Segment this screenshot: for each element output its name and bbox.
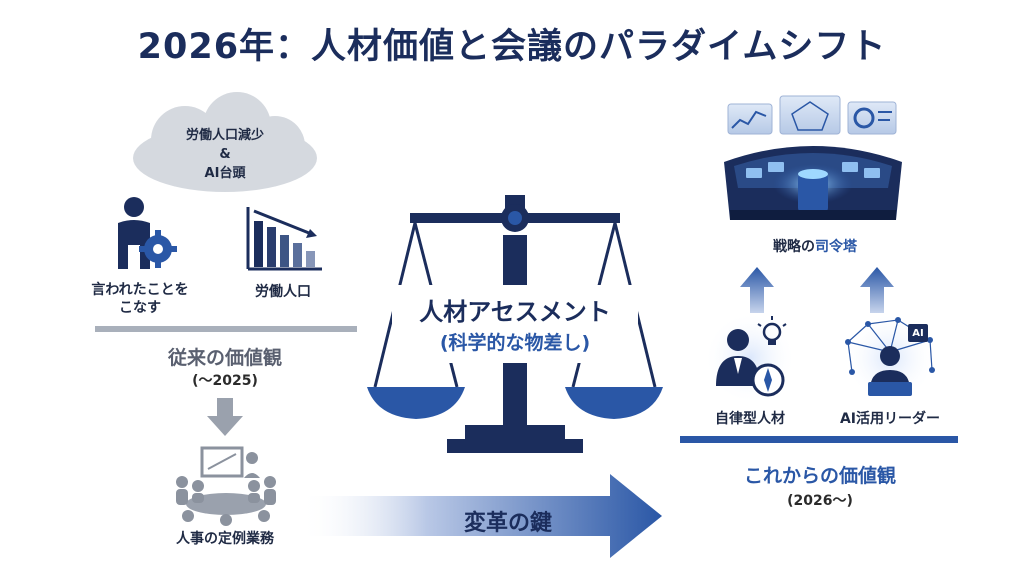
declining-chart-icon: [246, 207, 322, 271]
new-values-period: (2026〜): [787, 493, 853, 509]
up-arrow-left-icon: [740, 267, 774, 313]
hr-routine-label: 人事の定例業務: [176, 531, 274, 547]
transformation-key-label: 変革の鍵: [463, 511, 552, 536]
cloud-shape: [133, 92, 317, 192]
assessment-subtitle: (科学的な物差し): [439, 332, 591, 354]
autonomous-talent-label: 自律型人材: [715, 411, 785, 427]
autonomous-talent-icon: [704, 312, 796, 404]
meeting-icon: [176, 446, 276, 526]
down-arrow-icon: [207, 398, 243, 436]
assessment-title: 人材アセスメント: [419, 298, 611, 326]
new-values-heading: これからの価値観: [743, 465, 896, 487]
old-values-heading: 従来の価値観: [167, 347, 282, 369]
assessment-label-box: [392, 285, 638, 363]
right-divider: [680, 436, 958, 443]
worker-gear-icon: [118, 197, 177, 269]
command-center-icon: [724, 95, 902, 220]
ai-leader-icon: [844, 312, 936, 404]
up-arrow-right-icon: [860, 267, 894, 313]
left-divider: [95, 326, 357, 332]
item-labor-population-label: 労働人口: [255, 284, 311, 300]
cloud-label: 労働人口減少 & AI台頭: [185, 128, 264, 181]
strategy-hq-label: 戦略の司令塔: [773, 239, 857, 255]
page-title: 2026年：人材価値と会議のパラダイムシフト: [137, 27, 887, 67]
item-follow-orders-label: 言われたことを こなす: [91, 282, 189, 316]
transformation-arrow: [300, 474, 662, 558]
old-values-period: (〜2025): [192, 373, 258, 389]
ai-badge: AI: [912, 328, 924, 339]
ai-leader-label: AI活用リーダー: [839, 411, 941, 427]
